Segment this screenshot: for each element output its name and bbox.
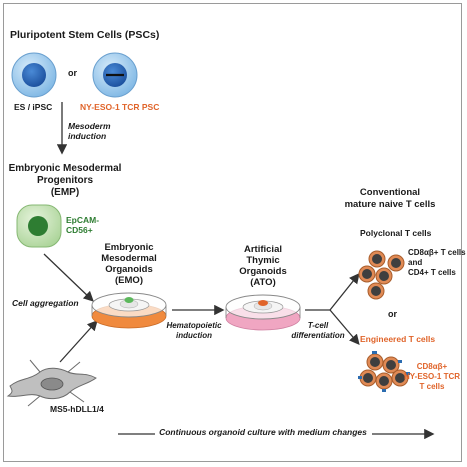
mesoderm-label-1: Mesoderm [68, 121, 111, 131]
psc-title: Pluripotent Stem Cells (PSCs) [10, 29, 160, 41]
ny-eso-psc-label: NY-ESO-1 TCR PSC [80, 102, 160, 112]
cell-aggregation-label: Cell aggregation [12, 298, 79, 308]
ato-title-1: Artificial [243, 244, 282, 255]
polyclonal-t-cell-cluster [358, 250, 405, 300]
engineered-title: Engineered T cells [360, 334, 436, 344]
hemato-label-2: induction [176, 331, 212, 340]
tcell-diff-label-1: T-cell [307, 321, 329, 330]
engineered-line-3: T cells [419, 382, 445, 391]
ato-title-2: Thymic [246, 255, 280, 266]
emp-title-3: (EMP) [50, 187, 80, 198]
hemato-label-1: Hematopoietic [166, 321, 222, 330]
emp-title-2: Progenitors [36, 175, 94, 186]
emo-organoid-dish [91, 292, 167, 329]
emo-title-1: Embryonic [104, 242, 154, 253]
arrow-ms5-to-emo [59, 320, 98, 363]
conventional-title-1: Conventional [359, 187, 421, 198]
emo-title-3: Organoids [105, 264, 153, 275]
arrow-emp-to-emo [43, 253, 94, 302]
bottom-timeline-label: Continuous organoid culture with medium … [159, 427, 367, 437]
es-ipsc-label: ES / iPSC [14, 102, 53, 112]
polyclonal-line-1: CD8αβ+ T cells [408, 248, 466, 257]
tcell-diff-label-2: differentiation [291, 331, 345, 340]
engineered-t-cell-cluster [358, 351, 410, 392]
engineered-line-1: CD8αβ+ [416, 362, 448, 371]
arrow-to-engineered [329, 309, 360, 345]
ms5-label: MS5-hDLL1/4 [50, 404, 104, 414]
polyclonal-line-2: and [408, 258, 423, 267]
figure-frame [3, 3, 462, 462]
arrow-to-polyclonal [329, 272, 360, 311]
ms5-stromal-cell [6, 359, 97, 407]
psc-or: or [68, 68, 77, 78]
emo-title-4: (EMO) [115, 275, 143, 286]
emp-title-1: Embryonic Mesodermal [8, 163, 122, 174]
emp-marker-2: CD56+ [66, 225, 93, 235]
ato-title-3: Organoids [239, 266, 287, 277]
ato-organoid-dish [225, 294, 301, 331]
engineered-line-2: NY-ESO-1 TCR [404, 372, 461, 381]
polyclonal-line-3: CD4+ T cells [408, 268, 456, 277]
mesoderm-label-2: induction [68, 131, 107, 141]
polyclonal-title: Polyclonal T cells [360, 228, 432, 238]
emp-cell [16, 204, 62, 248]
ato-title-4: (ATO) [250, 277, 276, 288]
conventional-title-2: mature naive T cells [344, 199, 436, 210]
emp-marker-1: EpCAM- [66, 215, 100, 225]
es-ipsc-cell [11, 52, 57, 98]
or-between-t-cells: or [388, 309, 397, 319]
ny-eso-1-tcr-psc-cell [92, 52, 138, 98]
emo-title-2: Mesodermal [101, 253, 157, 264]
